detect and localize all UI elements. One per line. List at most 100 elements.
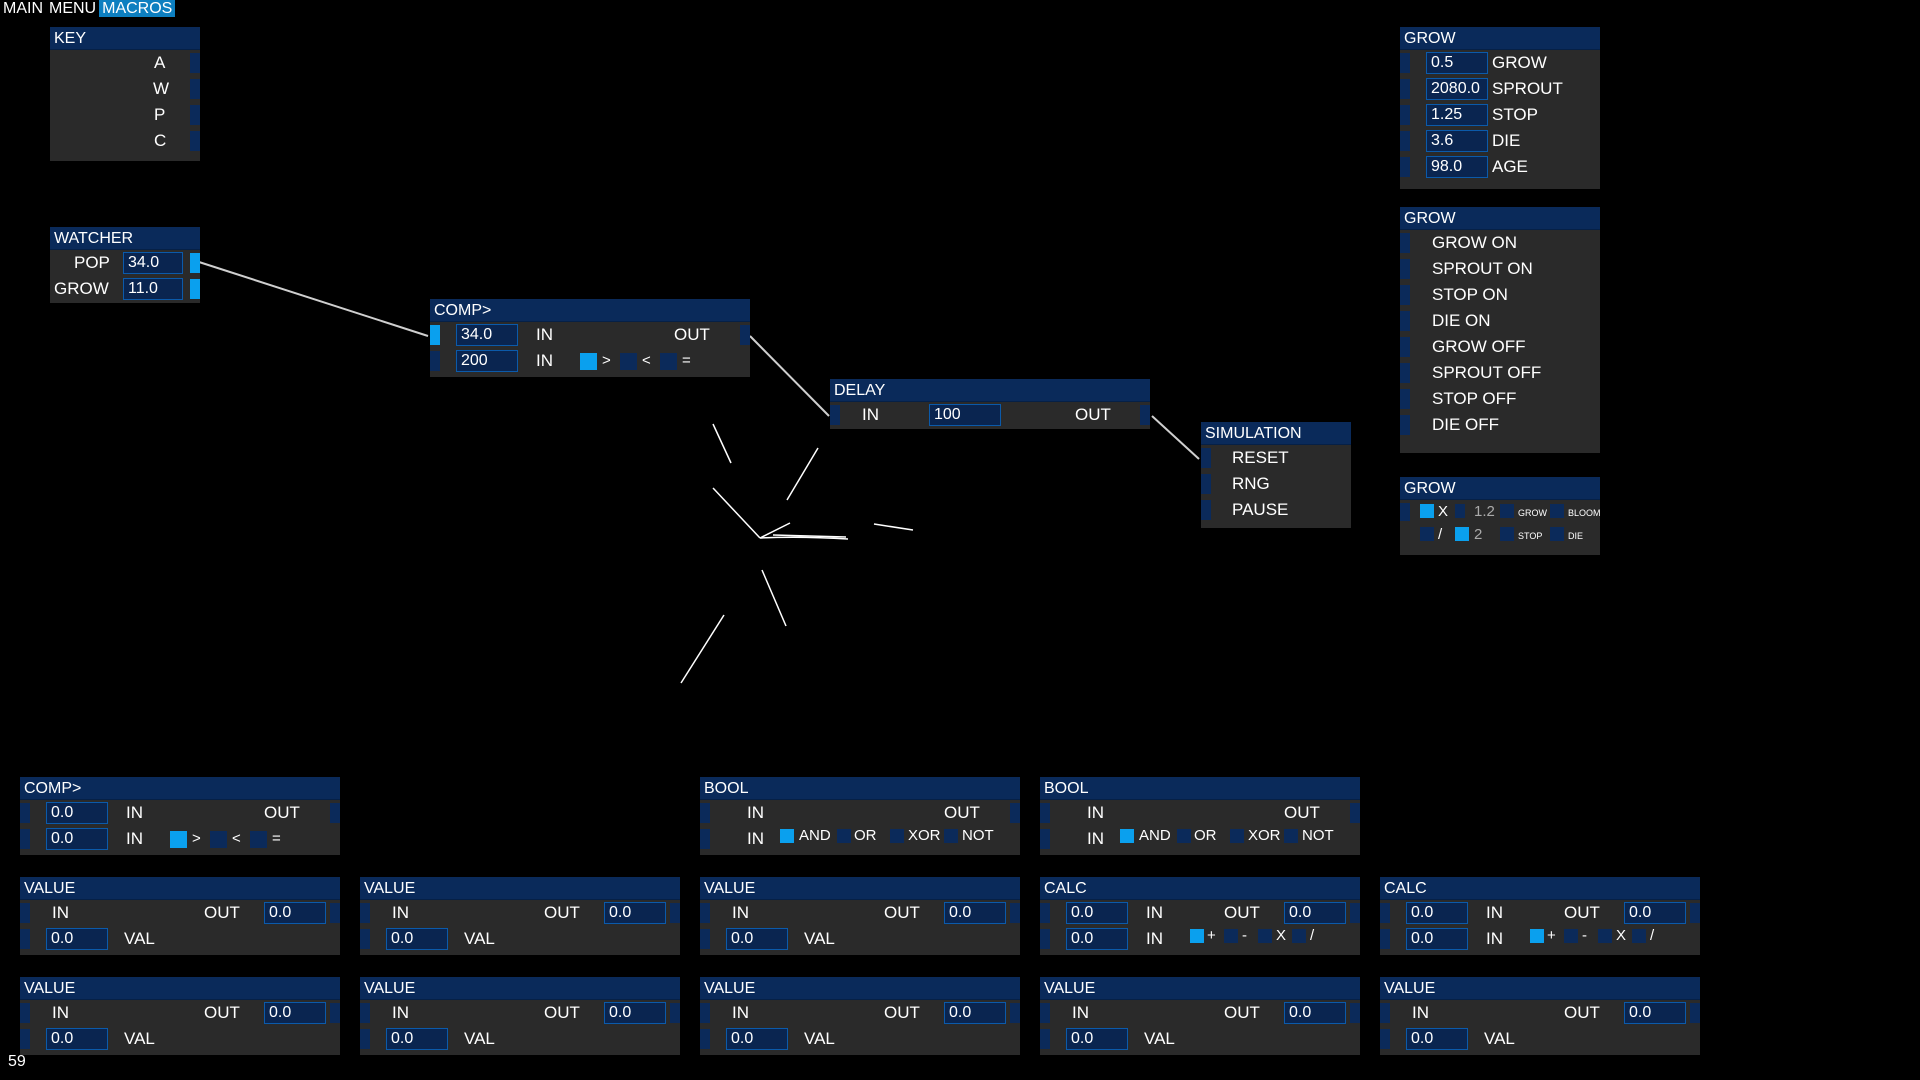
- die-param-field[interactable]: 3.6: [1426, 130, 1488, 152]
- grow-switch-node[interactable]: GROW GROW ON SPROUT ON STOP ON DIE ON GR…: [1400, 207, 1600, 453]
- menu-macros[interactable]: MACROS: [99, 0, 176, 17]
- comp-in2-port[interactable]: [430, 351, 440, 371]
- age-param-field[interactable]: 98.0: [1426, 156, 1488, 178]
- bool-2-in1-port[interactable]: [1040, 803, 1050, 823]
- key-w-port[interactable]: [190, 79, 200, 99]
- value-node-title[interactable]: VALUE: [360, 977, 680, 1000]
- value-node-title[interactable]: VALUE: [700, 977, 1020, 1000]
- watcher-pop-port[interactable]: [190, 253, 200, 273]
- comp-in1-field[interactable]: 34.0: [456, 324, 518, 346]
- bool-node-1[interactable]: BOOL IN OUT IN AND OR XOR NOT: [700, 777, 1020, 855]
- grow-math-die-checkbox[interactable]: [1550, 527, 1564, 541]
- calc-minus-checkbox[interactable]: [1564, 929, 1578, 943]
- calc-in1-field[interactable]: 0.0: [1066, 902, 1128, 924]
- bool-2-and-checkbox[interactable]: [1120, 829, 1134, 843]
- calc-times-checkbox[interactable]: [1258, 929, 1272, 943]
- value-node-title[interactable]: VALUE: [20, 977, 340, 1000]
- value-val-field[interactable]: 0.0: [1066, 1028, 1128, 1050]
- sim-pause-port[interactable]: [1201, 500, 1211, 520]
- grow-math-node[interactable]: GROW X 1.2 GROW BLOOM / 2 STOP DIE: [1400, 477, 1601, 555]
- die-on-port[interactable]: [1400, 311, 1410, 331]
- value-node-title[interactable]: VALUE: [700, 877, 1020, 900]
- value-out-port[interactable]: [670, 1003, 680, 1023]
- value-out-field[interactable]: 0.0: [944, 902, 1006, 924]
- stop-off-port[interactable]: [1400, 389, 1410, 409]
- delay-value-field[interactable]: 100: [929, 404, 1001, 426]
- comp-bottom-title[interactable]: COMP>: [20, 777, 340, 800]
- value-val-field[interactable]: 0.0: [46, 928, 108, 950]
- value-in-port[interactable]: [20, 903, 30, 923]
- bool-1-not-checkbox[interactable]: [944, 829, 958, 843]
- value-val-port[interactable]: [1040, 1029, 1050, 1049]
- delay-node-title[interactable]: DELAY: [830, 379, 1150, 402]
- value-in-port[interactable]: [1380, 1003, 1390, 1023]
- calc-in2-port[interactable]: [1380, 929, 1390, 949]
- comp-out-port[interactable]: [740, 325, 750, 345]
- delay-node[interactable]: DELAY IN 100 OUT: [830, 379, 1150, 429]
- value-node-title[interactable]: VALUE: [1380, 977, 1700, 1000]
- value-out-port[interactable]: [1010, 903, 1020, 923]
- value-out-field[interactable]: 0.0: [604, 1002, 666, 1024]
- calc-div-checkbox[interactable]: [1292, 929, 1306, 943]
- value-val-field[interactable]: 0.0: [386, 1028, 448, 1050]
- key-p-port[interactable]: [190, 105, 200, 125]
- bool-1-out-port[interactable]: [1010, 803, 1020, 823]
- value-val-port[interactable]: [360, 1029, 370, 1049]
- value-val-port[interactable]: [20, 1029, 30, 1049]
- sprout-param-port[interactable]: [1400, 79, 1410, 99]
- simulation-node[interactable]: SIMULATION RESET RNG PAUSE: [1201, 422, 1351, 528]
- value-out-field[interactable]: 0.0: [604, 902, 666, 924]
- value-node-title[interactable]: VALUE: [20, 877, 340, 900]
- comp-bottom-in2-field[interactable]: 0.0: [46, 828, 108, 850]
- watcher-grow-port[interactable]: [190, 279, 200, 299]
- calc-node-title[interactable]: CALC: [1380, 877, 1700, 900]
- calc-minus-checkbox[interactable]: [1224, 929, 1238, 943]
- value-val-field[interactable]: 0.0: [386, 928, 448, 950]
- grow-off-port[interactable]: [1400, 337, 1410, 357]
- comp-gt-checkbox[interactable]: [580, 353, 597, 370]
- grow-math-bloom-checkbox[interactable]: [1550, 504, 1564, 518]
- die-off-port[interactable]: [1400, 415, 1410, 435]
- age-param-port[interactable]: [1400, 157, 1410, 177]
- value-val-port[interactable]: [1380, 1029, 1390, 1049]
- comp-lt-checkbox[interactable]: [620, 353, 637, 370]
- value-out-field[interactable]: 0.0: [944, 1002, 1006, 1024]
- value-val-field[interactable]: 0.0: [726, 1028, 788, 1050]
- key-node-title[interactable]: KEY: [50, 27, 200, 50]
- calc-plus-checkbox[interactable]: [1530, 929, 1544, 943]
- value-node-title[interactable]: VALUE: [1040, 977, 1360, 1000]
- grow-math-v1-port[interactable]: [1455, 504, 1465, 518]
- stop-param-field[interactable]: 1.25: [1426, 104, 1488, 126]
- value-val-port[interactable]: [360, 929, 370, 949]
- value-in-port[interactable]: [700, 1003, 710, 1023]
- bool-2-not-checkbox[interactable]: [1284, 829, 1298, 843]
- delay-in-port[interactable]: [830, 405, 840, 425]
- grow-param-field[interactable]: 0.5: [1426, 52, 1488, 74]
- menu-menu[interactable]: MENU: [49, 0, 97, 17]
- calc-in1-port[interactable]: [1380, 903, 1390, 923]
- value-out-port[interactable]: [330, 1003, 340, 1023]
- grow-on-port[interactable]: [1400, 233, 1410, 253]
- value-val-field[interactable]: 0.0: [46, 1028, 108, 1050]
- grow-math-stop-checkbox[interactable]: [1500, 527, 1514, 541]
- comp-bottom-in1-field[interactable]: 0.0: [46, 802, 108, 824]
- value-in-port[interactable]: [20, 1003, 30, 1023]
- calc-in2-field[interactable]: 0.0: [1406, 928, 1468, 950]
- grow-math-div-checkbox[interactable]: [1420, 527, 1434, 541]
- bool-1-and-checkbox[interactable]: [780, 829, 794, 843]
- value-out-port[interactable]: [330, 903, 340, 923]
- value-out-field[interactable]: 0.0: [264, 902, 326, 924]
- value-out-field[interactable]: 0.0: [264, 1002, 326, 1024]
- comp-bottom-lt-checkbox[interactable]: [210, 831, 227, 848]
- value-in-port[interactable]: [360, 1003, 370, 1023]
- sim-reset-port[interactable]: [1201, 448, 1211, 468]
- calc-out-field[interactable]: 0.0: [1284, 902, 1346, 924]
- calc-times-checkbox[interactable]: [1598, 929, 1612, 943]
- comp-bottom-out-port[interactable]: [330, 803, 340, 823]
